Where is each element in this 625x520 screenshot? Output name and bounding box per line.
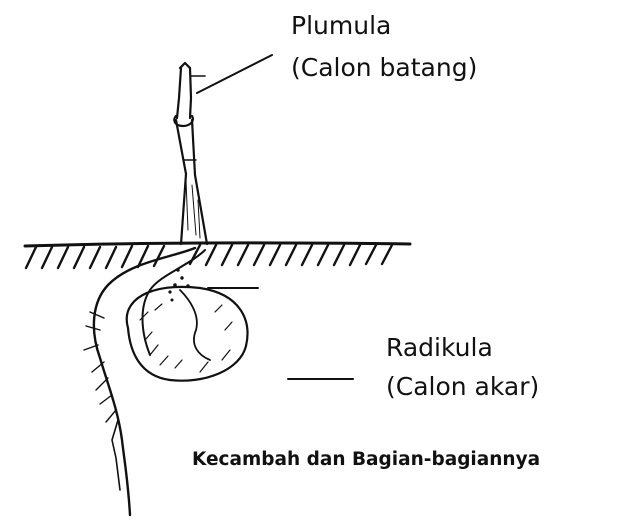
seed — [127, 269, 248, 381]
soil-surface — [25, 243, 410, 268]
radikula-label: Radikula — [386, 331, 493, 364]
plumula-description: (Calon batang) — [291, 51, 477, 84]
figure-caption: Kecambah dan Bagian-bagiannya — [192, 449, 540, 470]
plumula-label: Plumula — [291, 9, 391, 42]
radikula-description: (Calon akar) — [386, 370, 539, 403]
plumula-pointer-line — [197, 55, 272, 93]
